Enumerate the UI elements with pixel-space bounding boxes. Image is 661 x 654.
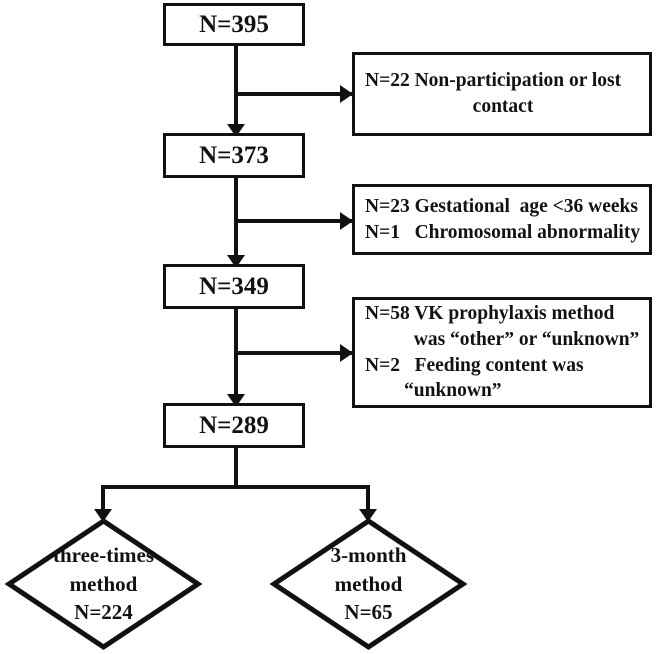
exclusion-box-1: N=22 Non-participation or lost contact (352, 52, 652, 136)
node-stage3: N=349 (163, 264, 305, 309)
connector-stage3-to-analyzed (234, 309, 238, 403)
exclusion-2-line-2: N=1 Chromosomal abnormality (365, 221, 641, 243)
node-enrolled-label: N=395 (199, 11, 269, 38)
node-stage2-label: N=373 (199, 142, 269, 169)
connector-split-left (101, 485, 105, 518)
arrowhead-group-three-times (94, 509, 112, 522)
exclusion-box-3: N=58 VK prophylaxis method was “other” o… (352, 297, 652, 408)
exclusion-box-2: N=23 Gestational age <36 weeks N=1 Chrom… (352, 184, 652, 255)
connector-split-bar (101, 485, 370, 489)
connector-split-right (366, 485, 370, 518)
arrowhead-exclusion-2 (340, 212, 353, 230)
node-stage3-label: N=349 (199, 273, 269, 300)
exclusion-3-line-2: was “other” or “unknown” (365, 328, 640, 350)
node-enrolled: N=395 (163, 3, 305, 46)
connector-branch-exclusion-2 (236, 219, 354, 223)
exclusion-1-line-2: contact (472, 96, 534, 117)
exclusion-2-line-1: N=23 Gestational age <36 weeks (365, 195, 638, 217)
arrowhead-exclusion-3 (340, 344, 353, 362)
exclusion-1-line-1: N=22 Non-participation or lost (365, 70, 622, 92)
exclusion-3-line-1: N=58 VK prophylaxis method (365, 302, 615, 324)
exclusion-3-line-4: “unknown” (365, 380, 502, 402)
connector-analyzed-to-split (234, 448, 238, 488)
node-stage2: N=373 (163, 133, 305, 178)
exclusion-3-line-3: N=2 Feeding content was (365, 354, 584, 376)
connector-enrolled-to-stage2 (234, 44, 238, 133)
group-3-month-diamond: 3-month method N=65 (269, 517, 468, 651)
arrowhead-exclusion-1 (340, 85, 353, 103)
node-analyzed-label: N=289 (199, 412, 269, 439)
group-three-times-diamond: three-times method N=224 (4, 517, 203, 651)
connector-branch-exclusion-1 (236, 92, 354, 96)
arrowhead-group-3-month (359, 509, 377, 522)
node-analyzed: N=289 (163, 403, 305, 448)
connector-branch-exclusion-3 (236, 351, 354, 355)
